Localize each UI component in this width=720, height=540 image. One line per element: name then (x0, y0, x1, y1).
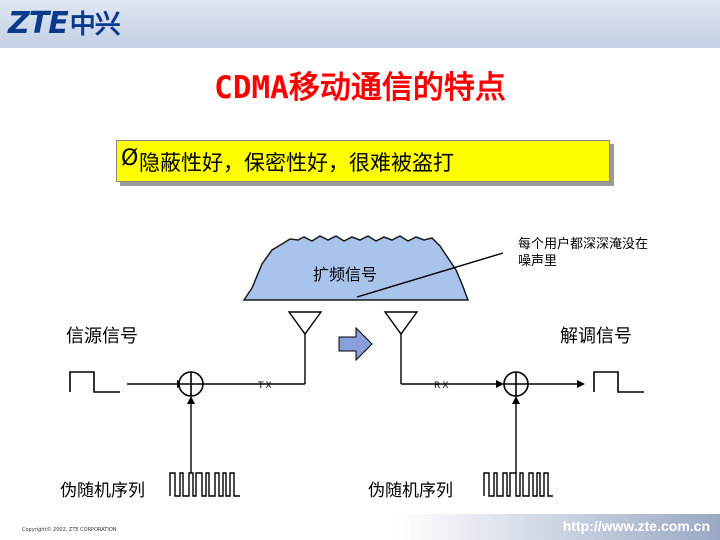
copyright-text: Copyright© 2002, ZTE CORPORATION (22, 527, 117, 533)
bullet-arrow-icon: Ø (121, 146, 139, 171)
demod-signal-label: 解调信号 (560, 326, 632, 347)
source-signal-label: 信源信号 (66, 326, 138, 347)
source-waveform (69, 371, 120, 393)
spread-signal-label: 扩频信号 (313, 265, 378, 284)
rx-antenna-icon (383, 311, 419, 336)
footer-bar (0, 514, 720, 540)
pn-sequence-right-waveform (483, 472, 553, 497)
bullet-box: Ø 隐蔽性好，保密性好，很难被盗打 (116, 140, 610, 182)
pn-sequence-left-label: 伪随机序列 (60, 481, 145, 501)
noise-spectrum (242, 235, 470, 301)
pn-sequence-left-waveform (169, 472, 240, 497)
slide-title: CDMA移动通信的特点 (214, 70, 506, 106)
header-bar: ZTE中兴 (0, 0, 720, 48)
tx-label: TX (258, 381, 274, 391)
right-mixer-icon (503, 371, 529, 397)
transmission-arrow (338, 326, 373, 362)
pn-sequence-right-label: 伪随机序列 (368, 481, 453, 501)
footer-url: http://www.zte.com.cn (562, 518, 710, 534)
zte-logo: ZTE中兴 (8, 6, 121, 41)
rx-label: RX (434, 381, 451, 391)
tx-antenna-icon (287, 311, 323, 336)
annotation-pointer (356, 252, 504, 298)
left-mixer-icon (178, 371, 204, 397)
bullet-text: 隐蔽性好，保密性好，很难被盗打 (139, 151, 454, 175)
annotation-text: 每个用户都深深淹没在 噪声里 (518, 237, 649, 269)
demod-waveform (593, 371, 644, 393)
